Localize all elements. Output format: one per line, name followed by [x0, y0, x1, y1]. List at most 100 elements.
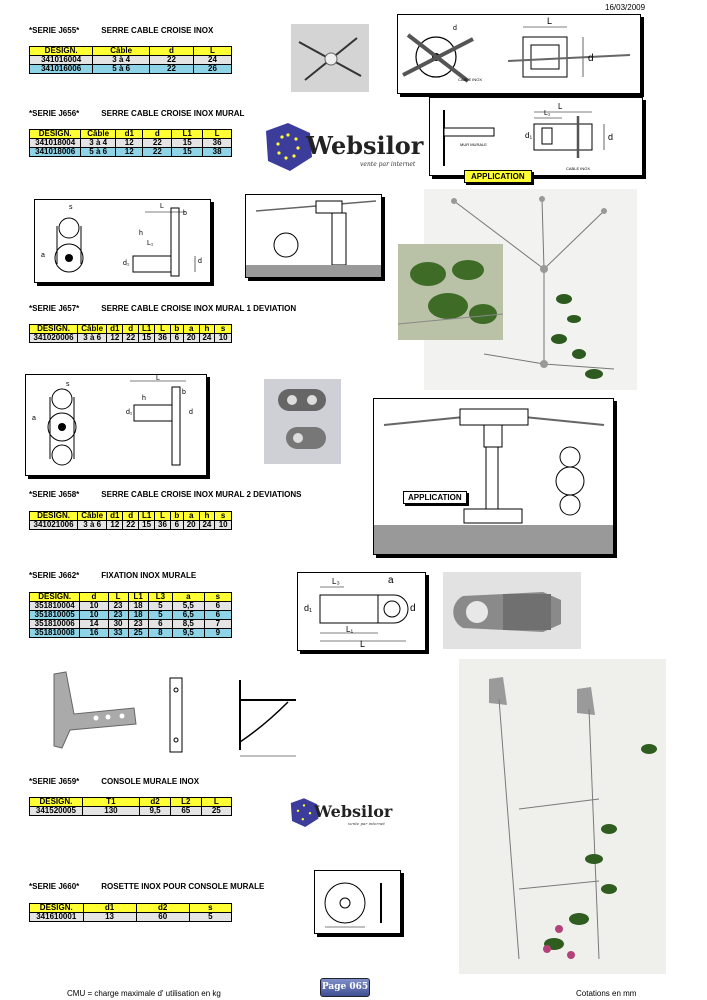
dim-s: s: [66, 381, 70, 388]
table-cell: 9: [203, 628, 233, 638]
table-cell: 25: [127, 628, 149, 638]
section-header-j659: *SERIE J659*CONSOLE MURALE INOX: [29, 777, 199, 786]
drawing-j662: L₃ a d₁ d L₁ L: [297, 572, 426, 651]
table-cell: 5 à 6: [92, 64, 151, 74]
dim-d: d: [410, 603, 416, 614]
table-cell: 12: [106, 520, 124, 530]
cable-label: CABLE INOX: [566, 166, 591, 171]
table-cell: 341610001: [29, 912, 84, 922]
dim-d1: d₁: [126, 409, 133, 416]
dim-L1: L₁: [346, 625, 354, 634]
table-cell: 6: [169, 520, 184, 530]
dim-d1: d₁: [525, 131, 533, 140]
table-cell: 5 à 6: [80, 147, 117, 157]
table-cell: 22: [142, 147, 173, 157]
dim-L1: L₁: [147, 240, 154, 247]
section-header-j662: *SERIE J662* FIXATION INOX MURALE: [29, 571, 196, 580]
serie-title: FIXATION INOX MURALE: [101, 571, 197, 580]
table-cell: 36: [154, 333, 171, 343]
serie-title: SERRE CABLE CROISE INOX MURAL: [101, 109, 245, 118]
section-header-j660: *SERIE J660*ROSETTE INOX POUR CONSOLE MU…: [29, 882, 264, 891]
dim-b: b: [183, 210, 187, 217]
wall-label: MUR MURALE: [460, 142, 487, 147]
drawing-j658: s a L b h d₁ d: [25, 374, 207, 476]
dim-L1: L₁: [544, 110, 551, 117]
table-cell: 25: [200, 806, 233, 816]
serie-code: *SERIE J655*: [29, 26, 80, 35]
table-cell: 9,5: [139, 806, 171, 816]
product-photo-ivy-inset: [398, 244, 503, 340]
table-cell: 341021006: [28, 520, 79, 530]
table-cell: 22: [122, 520, 140, 530]
dim-d1: d₁: [304, 603, 313, 613]
product-photo-j662: [443, 572, 581, 649]
dim-L3: L₃: [332, 577, 340, 586]
serie-title: SERRE CABLE CROISE INOX MURAL 2 DEVIATIO…: [101, 490, 302, 499]
product-photo-j658: [264, 379, 341, 464]
page-number-button[interactable]: Page 065: [320, 978, 370, 997]
dim-L: L: [547, 16, 553, 26]
dim-d-circle: d: [453, 25, 457, 32]
product-photo-j659: [40, 668, 138, 752]
dim-d1: d₁: [123, 260, 130, 267]
serie-title: SERRE CABLE CROISE INOX MURAL 1 DEVIATIO…: [101, 304, 297, 313]
application-label-j658: APPLICATION: [403, 491, 467, 504]
table-cell: 60: [135, 912, 190, 922]
dim-b: b: [182, 389, 186, 396]
table-cell: 24: [198, 520, 216, 530]
drawing-j656: L L₁ d₁ d MUR MURALE CABLE INOX: [429, 97, 643, 176]
table-cell: 5: [188, 912, 233, 922]
dim-a: a: [388, 575, 394, 586]
table-cell: 12: [115, 147, 144, 157]
serie-code: *SERIE J662*: [29, 571, 80, 580]
websilor-logo: Websilor vente par internet: [258, 117, 423, 175]
table-cell: 15: [138, 333, 156, 343]
dim-h: h: [142, 395, 146, 402]
table-cell: 8: [147, 628, 174, 638]
application-drawing-j658: [373, 398, 614, 555]
table-cell: 33: [107, 628, 129, 638]
table-cell: 12: [106, 333, 124, 343]
table-cell: 341520005: [29, 806, 83, 816]
websilor-logo-small: Websilor vente par internet: [286, 794, 396, 830]
table-cell: 3 à 6: [77, 333, 108, 343]
footer-units-note: Cotations en mm: [576, 989, 637, 998]
serie-title: SERRE CABLE CROISE INOX: [101, 26, 214, 35]
dim-d: d: [608, 132, 614, 142]
table-cell: 341020006: [28, 333, 79, 343]
table-cell: 15: [171, 147, 204, 157]
dim-a: a: [32, 415, 36, 422]
table-cell: 341018006: [28, 147, 82, 157]
dim-L: L: [160, 203, 164, 210]
table-cell: 10: [214, 333, 232, 343]
dim-d: d: [198, 258, 202, 265]
dim-L: L: [558, 102, 563, 111]
table-cell: 341016006: [28, 64, 94, 74]
table-cell: 20: [182, 333, 200, 343]
table-cell: 3 à 6: [77, 520, 108, 530]
brand-tagline: vente par internet: [348, 821, 385, 826]
table-cell: 6: [169, 333, 184, 343]
serie-code: *SERIE J657*: [29, 304, 80, 313]
drawing-j660: [314, 870, 401, 934]
drawing-j657: s a L b h L₁ d d₁: [34, 199, 211, 283]
table-cell: 24: [198, 333, 216, 343]
section-header-j655: *SERIE J655* SERRE CABLE CROISE INOX: [29, 26, 213, 35]
serie-title: ROSETTE INOX POUR CONSOLE MURALE: [101, 882, 265, 891]
dim-a: a: [41, 252, 45, 259]
